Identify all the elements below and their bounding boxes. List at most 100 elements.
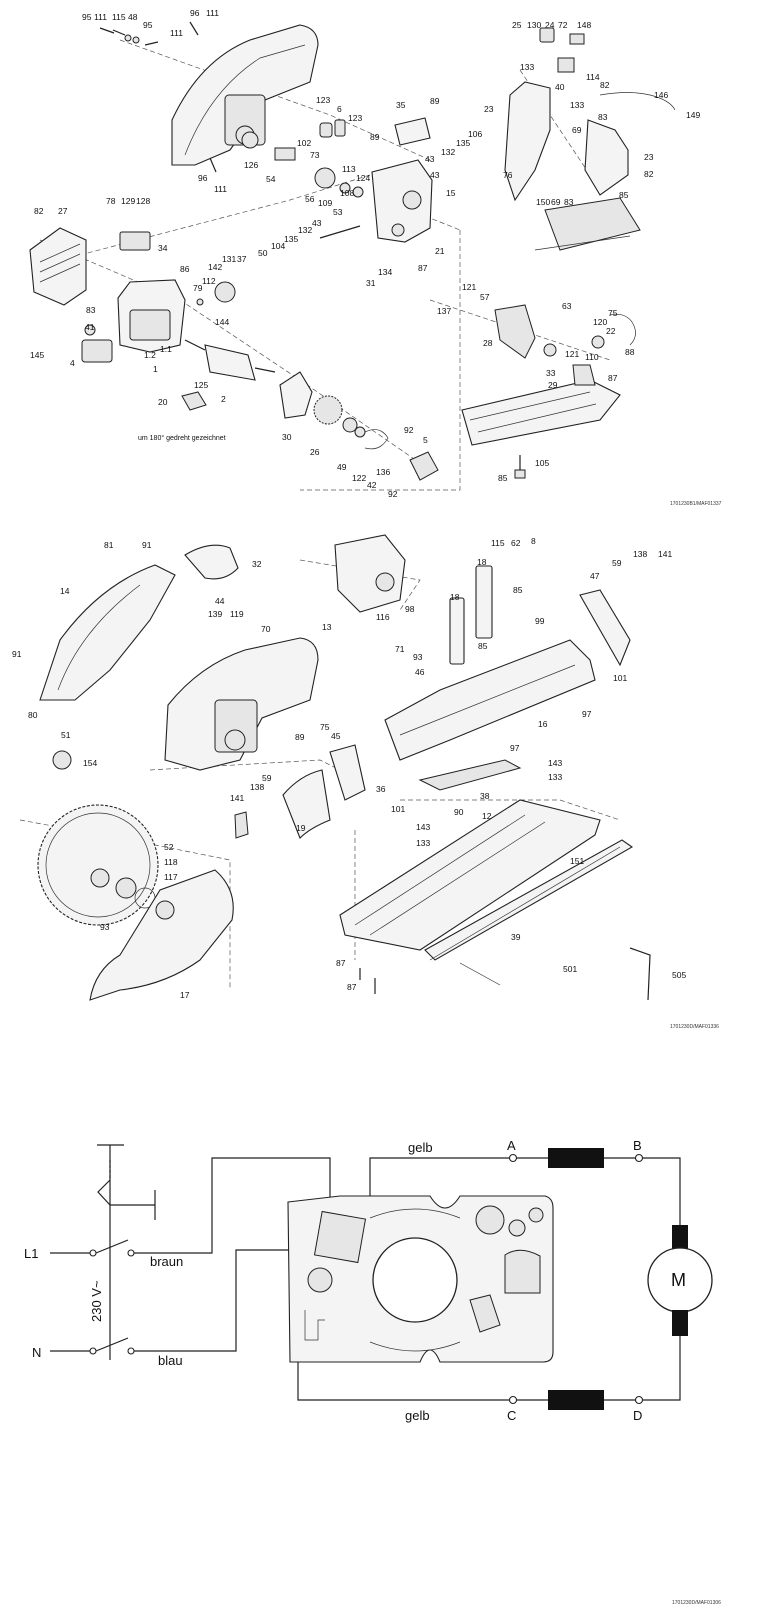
part-label: 17 [180, 990, 190, 1000]
part-label: 34 [158, 243, 168, 253]
part-label: 87 [336, 958, 346, 968]
part-label: 146 [654, 90, 668, 100]
part-label: 44 [215, 596, 225, 606]
part-label: 33 [546, 368, 556, 378]
part-label: 47 [590, 571, 600, 581]
part-label: 79 [193, 283, 203, 293]
wiring-labels: gelb A B braun L1 N blau M gelb C D 230 … [24, 1138, 721, 1606]
part-label: 148 [577, 20, 591, 30]
part-label: 43 [312, 218, 322, 228]
part-label: 76 [503, 170, 513, 180]
part-label: 23 [644, 152, 654, 162]
parallel-guide [424, 839, 634, 961]
screw-row-top [99, 21, 217, 173]
part-label: 31 [366, 278, 376, 288]
part-label: 113 [342, 164, 356, 174]
part-label: 104 [271, 241, 285, 251]
part-label: 118 [164, 857, 178, 867]
base-16 [384, 639, 596, 761]
part-label: 144 [215, 317, 229, 327]
part-label: 2 [221, 394, 226, 404]
part-label: 24 [545, 20, 555, 30]
part-label: 112 [202, 276, 216, 286]
gear-housing [371, 159, 433, 243]
motor-cover [29, 227, 87, 306]
part-label: 89 [295, 732, 305, 742]
part-label: 101 [613, 673, 627, 683]
part-label: 120 [593, 317, 607, 327]
part-label: 105 [535, 458, 549, 468]
drawing-ref-1: 1701230B1/MAF01337 [670, 501, 722, 507]
part-label: 18 [450, 592, 460, 602]
part-label: 1.2 [144, 350, 156, 360]
part-label: 83 [564, 197, 574, 207]
part-label: 111 [170, 28, 183, 38]
part-label: 15 [446, 188, 456, 198]
part-label: 29 [548, 380, 558, 390]
part-label: 43 [430, 170, 440, 180]
dust-nozzle [184, 544, 239, 580]
part-label: 89 [370, 132, 380, 142]
part-label: 82 [644, 169, 654, 179]
part-label: 91 [142, 540, 152, 550]
part-label: 40 [555, 82, 565, 92]
part-label: 87 [418, 263, 428, 273]
part-label: 26 [310, 447, 320, 457]
part-label: 8 [531, 536, 536, 546]
part-label: 96 [198, 173, 208, 183]
part-label: 131 [222, 254, 236, 264]
part-label: 85 [478, 641, 488, 651]
part-label: 85 [513, 585, 523, 595]
part-label: 95 [82, 12, 92, 22]
part-label: 49 [337, 462, 347, 472]
part-label: 27 [58, 206, 68, 216]
part-label: 45 [331, 731, 341, 741]
neutral-label-N: N [32, 1345, 41, 1360]
part-label: 111 [94, 12, 107, 22]
part-label: 128 [136, 196, 150, 206]
part-label: 138 [633, 549, 647, 559]
section-1-motor-assembly: 95 111 115 48 95 111 96 111 25 130 24 72… [29, 8, 722, 507]
part-label: 83 [598, 112, 608, 122]
wire-label-braun: braun [150, 1254, 183, 1269]
part-label: 109 [318, 198, 332, 208]
part-label: 85 [498, 473, 508, 483]
part-label: 88 [625, 347, 635, 357]
part-label: 132 [298, 225, 312, 235]
node-label-C: C [507, 1408, 516, 1423]
part-label: 38 [480, 791, 490, 801]
part-label: 12 [482, 811, 492, 821]
part-label: 73 [310, 150, 320, 160]
part-label: 111 [206, 8, 219, 18]
gear-wheel [181, 281, 439, 481]
part-label: 37 [237, 254, 247, 264]
part-label: 98 [405, 604, 415, 614]
part-label: 133 [520, 62, 534, 72]
part-label: 53 [333, 207, 343, 217]
part-label: 154 [83, 758, 97, 768]
part-label: 69 [551, 197, 561, 207]
part-label: 59 [612, 558, 622, 568]
part-label: 48 [128, 12, 138, 22]
guard-14 [39, 564, 176, 701]
part-label: 99 [535, 616, 545, 626]
part-label: 19 [296, 823, 306, 833]
part-label: 136 [376, 467, 390, 477]
part-label: 80 [28, 710, 38, 720]
part-label: 122 [352, 473, 366, 483]
part-label: 4 [70, 358, 75, 368]
rotation-note: um 180° gedreht gezeichnet [138, 434, 226, 442]
part-label: 124 [356, 173, 370, 183]
part-label: 87 [347, 982, 357, 992]
part-label: 56 [305, 194, 315, 204]
part-label: 125 [194, 380, 208, 390]
part-label: 121 [462, 282, 476, 292]
part-label: 108 [340, 188, 354, 198]
part-label: 1 [153, 364, 158, 374]
part-label: 130 [527, 20, 541, 30]
part-label: 150 [536, 197, 550, 207]
part-label: 41 [85, 322, 95, 332]
part-label: 141 [230, 793, 244, 803]
part-label: 92 [404, 425, 414, 435]
part-label: 72 [558, 20, 568, 30]
